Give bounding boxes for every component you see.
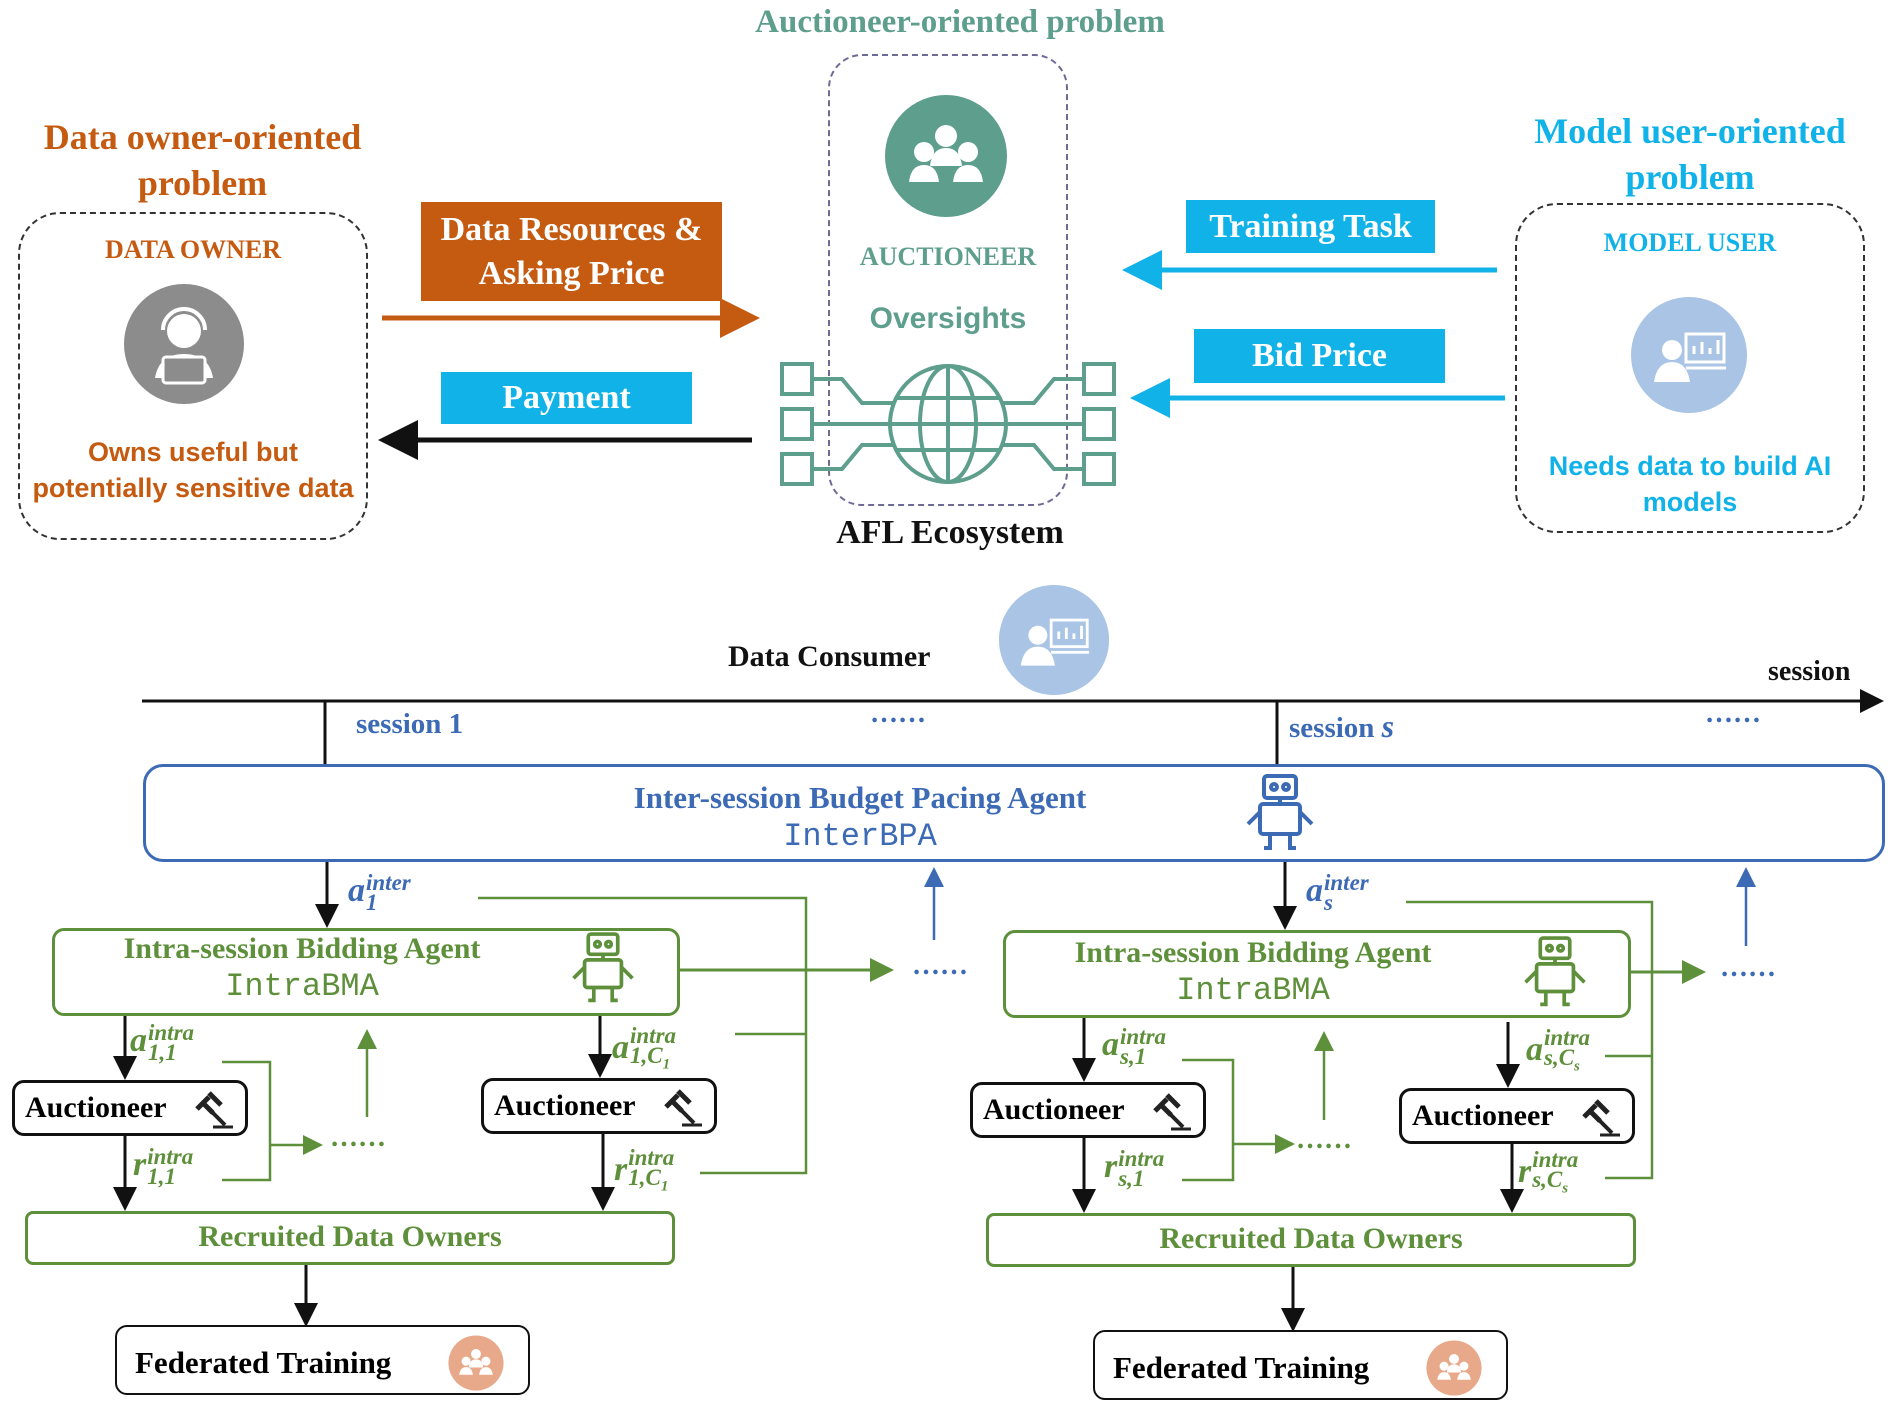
session-s-var: s (1381, 708, 1395, 744)
session-axis-label: session (1768, 656, 1851, 687)
auctioneer-box-s-1: Auctioneer (970, 1082, 1206, 1138)
data-consumer-label: Data Consumer (728, 640, 931, 673)
data-owner-card (18, 212, 368, 540)
inter-ellipsis-s: …… (1720, 952, 1776, 983)
gavel-icon (193, 1089, 235, 1139)
intra-agent-box-1 (52, 928, 680, 1016)
auctioneer-box-s-c: Auctioneer (1399, 1088, 1635, 1144)
payment-label: Payment (441, 372, 692, 424)
auctioneer-box-1-1: Auctioneer (12, 1080, 248, 1136)
auctioneer-box-label: Auctioneer (494, 1089, 636, 1122)
inter-robot-icon (1242, 772, 1318, 858)
intra-agent-code-1: IntraBMA (225, 968, 379, 1005)
session-ellipsis-1: …… (870, 698, 926, 729)
gavel-icon (1151, 1091, 1193, 1141)
recruited-owners-box-s: Recruited Data Owners (986, 1213, 1636, 1267)
data-owner-icon (123, 283, 245, 405)
model-user-card (1515, 203, 1865, 533)
intra-agent-box-s (1003, 930, 1631, 1018)
intra-robot-icon-1 (568, 930, 638, 1010)
federated-group-icon (1426, 1340, 1482, 1404)
intra-ellipsis-s: …… (1296, 1124, 1352, 1155)
data-resources-label: Data Resources & Asking Price (421, 202, 722, 301)
data-owner-problem-heading: Data owner-oriented problem (43, 117, 362, 203)
auctioneer-card (828, 54, 1068, 506)
auctioneer-problem-heading: Auctioneer-oriented problem (755, 4, 1165, 40)
intra-agent-title-1: Intra-session Bidding Agent (123, 932, 481, 965)
session-ellipsis-2: …… (1705, 698, 1761, 729)
intra-agent-title-s: Intra-session Bidding Agent (1074, 936, 1432, 969)
inter-ellipsis-1: …… (912, 950, 968, 981)
oversights-label: Oversights (869, 302, 1027, 335)
top-arrows (378, 250, 1505, 460)
intra-robot-icon-s (1520, 934, 1590, 1014)
model-user-icon (1630, 296, 1748, 414)
auctioneer-box-label: Auctioneer (25, 1091, 167, 1124)
model-user-problem-heading: Model user-oriented problem (1534, 111, 1846, 197)
training-task-label: Training Task (1186, 200, 1435, 253)
auctioneer-title: AUCTIONEER (859, 242, 1037, 271)
federated-training-box-s: Federated Training (1093, 1330, 1508, 1400)
federated-training-label: Federated Training (1113, 1350, 1370, 1385)
inter-session-agent-code: InterBPA (783, 818, 937, 855)
recruited-owners-box-1: Recruited Data Owners (25, 1211, 675, 1265)
model-user-description: Needs data to build AI models (1548, 451, 1832, 517)
bid-price-label: Bid Price (1194, 329, 1445, 383)
auctioneer-box-label: Auctioneer (983, 1093, 1125, 1126)
intra-agent-code-s: IntraBMA (1176, 972, 1330, 1009)
data-owner-title: DATA OWNER (105, 235, 281, 264)
intra-ellipsis-1: …… (330, 1122, 386, 1153)
auctioneer-box-label: Auctioneer (1412, 1099, 1554, 1132)
inter-session-agent-box (143, 764, 1885, 862)
gavel-icon (662, 1087, 704, 1137)
session-s-label: session s (1289, 708, 1394, 745)
session-s-prefix: session (1289, 712, 1382, 744)
data-consumer-icon (998, 584, 1110, 696)
federated-group-icon (448, 1335, 504, 1399)
data-owner-description: Owns useful but potentially sensitive da… (32, 437, 354, 503)
federated-training-box-1: Federated Training (115, 1325, 530, 1395)
auctioneer-group-icon (884, 94, 1008, 218)
gavel-icon (1580, 1097, 1622, 1147)
afl-ecosystem-label: AFL Ecosystem (836, 514, 1064, 551)
globe-network-icon (778, 358, 1118, 490)
inter-session-agent-title: Inter-session Budget Pacing Agent (633, 780, 1087, 815)
auctioneer-box-1-c: Auctioneer (481, 1078, 717, 1134)
session-1-label: session 1 (356, 708, 464, 740)
federated-training-label: Federated Training (135, 1345, 392, 1380)
model-user-title: MODEL USER (1603, 228, 1777, 257)
